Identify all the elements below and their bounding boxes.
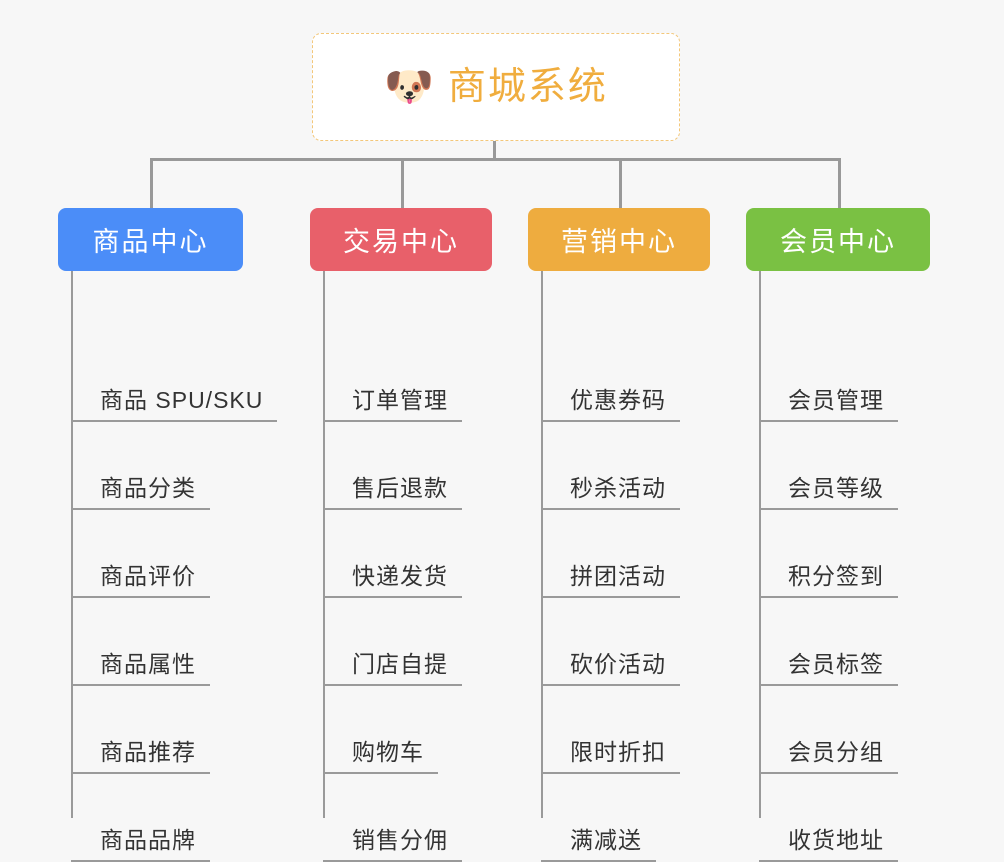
category-column-4: 会员中心会员管理会员等级积分签到会员标签会员分组收货地址: [746, 208, 930, 862]
leaf-underline: 拼团活动: [541, 562, 680, 598]
category-column-1: 商品中心商品 SPU/SKU 商品分类商品评价商品属性商品推荐商品品牌: [58, 208, 278, 862]
leaf-label: 购物车: [352, 738, 424, 765]
leaf-label: 砍价活动: [570, 650, 666, 677]
list-item[interactable]: 会员等级: [759, 422, 898, 510]
connector-drop-4: [838, 158, 841, 210]
list-item[interactable]: 售后退款: [323, 422, 462, 510]
mindmap-canvas: 🐶 商城系统 商品中心商品 SPU/SKU 商品分类商品评价商品属性商品推荐商品品…: [58, 33, 930, 862]
list-item[interactable]: 会员标签: [759, 598, 898, 686]
list-item[interactable]: 拼团活动: [541, 510, 680, 598]
leaf-label: 售后退款: [352, 474, 448, 501]
list-item[interactable]: 会员管理: [759, 334, 898, 422]
list-item[interactable]: 门店自提: [323, 598, 462, 686]
list-item[interactable]: 商品推荐: [71, 686, 210, 774]
list-item[interactable]: 限时折扣: [541, 686, 680, 774]
leaf-underline: 会员分组: [759, 738, 898, 774]
connector-horizontal-bus: [150, 158, 839, 161]
leaf-underline: 商品品牌: [71, 827, 210, 862]
category-header-3[interactable]: 营销中心: [528, 208, 710, 271]
leaf-label: 商品推荐: [100, 738, 196, 765]
leaf-label: 商品分类: [100, 474, 196, 501]
list-item[interactable]: 满减送: [541, 774, 656, 862]
leaf-underline: 订单管理: [323, 386, 462, 422]
list-item[interactable]: 收货地址: [759, 774, 898, 862]
category-trunk-line-3: [541, 271, 543, 818]
leaf-label: 订单管理: [352, 386, 448, 413]
leaf-label: 快递发货: [352, 562, 448, 589]
leaf-underline: 商品属性: [71, 650, 210, 686]
list-item[interactable]: 秒杀活动: [541, 422, 680, 510]
leaf-underline: 售后退款: [323, 474, 462, 510]
category-header-1[interactable]: 商品中心: [58, 208, 243, 271]
leaf-underline: 购物车: [323, 738, 438, 774]
category-header-2[interactable]: 交易中心: [310, 208, 492, 271]
leaf-underline: 商品分类: [71, 474, 210, 510]
list-item[interactable]: 商品 SPU/SKU: [71, 334, 278, 422]
leaf-underline: 积分签到: [759, 562, 898, 598]
list-item[interactable]: 砍价活动: [541, 598, 680, 686]
leaf-underline: 收货地址: [759, 827, 898, 862]
list-item[interactable]: 购物车: [323, 686, 438, 774]
leaf-label: 商品 SPU/SKU: [100, 386, 264, 413]
category-trunk-line-4: [759, 271, 761, 818]
leaf-underline: 商品推荐: [71, 738, 210, 774]
leaf-label: 积分签到: [788, 562, 884, 589]
leaf-label: 秒杀活动: [570, 474, 666, 501]
leaf-underline: 限时折扣: [541, 738, 680, 774]
category-column-3: 营销中心优惠券码秒杀活动拼团活动砍价活动限时折扣满减送: [528, 208, 710, 862]
leaf-underline: 会员管理: [759, 386, 898, 422]
list-item[interactable]: 会员分组: [759, 686, 898, 774]
leaf-label: 限时折扣: [570, 738, 666, 765]
leaf-underline: 会员等级: [759, 474, 898, 510]
leaf-label: 拼团活动: [570, 562, 666, 589]
list-item[interactable]: 积分签到: [759, 510, 898, 598]
list-item[interactable]: 商品分类: [71, 422, 210, 510]
shiba-dog-face-icon: 🐶: [384, 65, 434, 109]
leaf-label: 会员等级: [788, 474, 884, 501]
leaf-underline: 满减送: [541, 827, 656, 862]
list-item[interactable]: 商品属性: [71, 598, 210, 686]
leaf-label: 商品评价: [100, 562, 196, 589]
leaf-label: 会员标签: [788, 650, 884, 677]
list-item[interactable]: 订单管理: [323, 334, 462, 422]
list-item[interactable]: 快递发货: [323, 510, 462, 598]
leaf-underline: 销售分佣: [323, 827, 462, 862]
connector-root-stem: [493, 141, 496, 161]
leaf-label: 会员分组: [788, 738, 884, 765]
connector-drop-1: [150, 158, 153, 210]
leaf-underline: 会员标签: [759, 650, 898, 686]
leaf-underline: 门店自提: [323, 650, 462, 686]
leaf-label: 商品属性: [100, 650, 196, 677]
category-header-4[interactable]: 会员中心: [746, 208, 930, 271]
leaf-underline: 砍价活动: [541, 650, 680, 686]
list-item[interactable]: 商品品牌: [71, 774, 210, 862]
leaf-underline: 商品 SPU/SKU: [71, 386, 278, 422]
category-trunk-line-2: [323, 271, 325, 818]
leaf-underline: 秒杀活动: [541, 474, 680, 510]
leaf-underline: 优惠券码: [541, 386, 680, 422]
category-column-2: 交易中心订单管理售后退款快递发货门店自提购物车销售分佣: [310, 208, 492, 862]
root-node[interactable]: 🐶 商城系统: [312, 33, 680, 141]
list-item[interactable]: 销售分佣: [323, 774, 462, 862]
leaf-label: 门店自提: [352, 650, 448, 677]
list-item[interactable]: 商品评价: [71, 510, 210, 598]
connector-drop-3: [619, 158, 622, 210]
root-title: 商城系统: [447, 66, 608, 108]
leaf-label: 会员管理: [788, 386, 884, 413]
leaf-label: 优惠券码: [570, 386, 666, 413]
leaf-underline: 商品评价: [71, 562, 210, 598]
connector-drop-2: [401, 158, 404, 210]
list-item[interactable]: 优惠券码: [541, 334, 680, 422]
leaf-underline: 快递发货: [323, 562, 462, 598]
category-trunk-line-1: [71, 271, 73, 818]
